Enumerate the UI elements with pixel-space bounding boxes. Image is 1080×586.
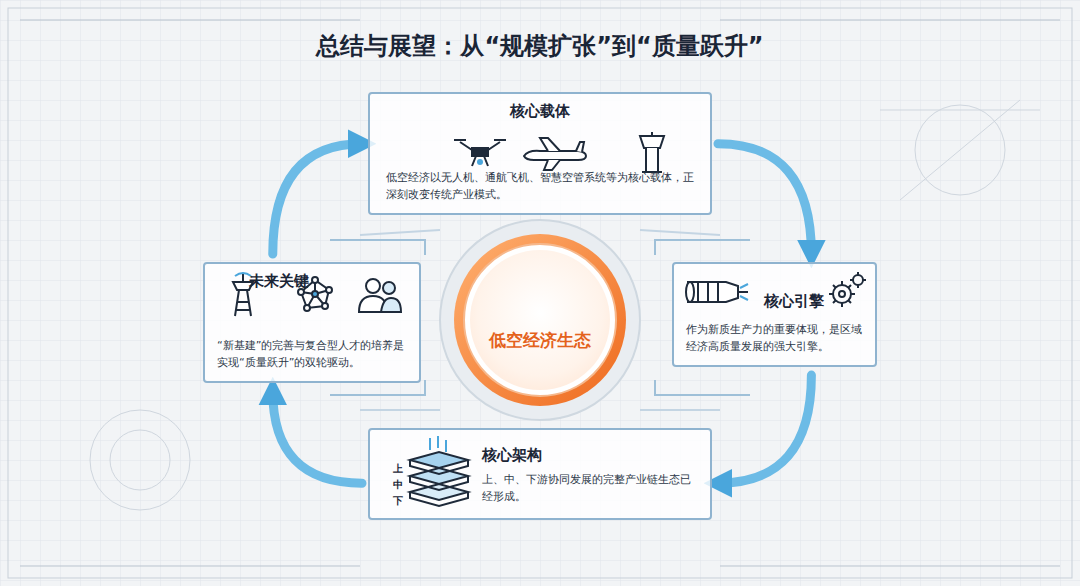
cycle-arrow bbox=[718, 144, 811, 254]
layer-label: 中 bbox=[393, 478, 403, 492]
icon bbox=[404, 434, 474, 518]
cycle-arrow bbox=[718, 375, 811, 483]
panel-heading: 核心载体 bbox=[386, 102, 694, 121]
icon bbox=[450, 132, 510, 176]
hub-circle: 低空经济生态 bbox=[470, 250, 610, 390]
icon bbox=[682, 272, 752, 316]
info-panel: 未来关键 “新基建”的完善与复合型人才的培养是实现“质量跃升”的双轮驱动。 bbox=[203, 262, 421, 383]
panel-body: “新基建”的完善与复合型人才的培养是实现“质量跃升”的双轮驱动。 bbox=[217, 337, 407, 371]
panel-body: 低空经济以无人机、通航飞机、智慧空管系统等为核心载体，正深刻改变传统产业模式。 bbox=[386, 169, 694, 203]
icon bbox=[355, 274, 405, 318]
panel-heading: 低空经济生态 bbox=[489, 329, 591, 352]
title: 总结与展望：从“规模扩张”到“质量跃升” bbox=[0, 30, 1080, 62]
cycle-arrow bbox=[273, 391, 362, 483]
cycle-arrow bbox=[273, 144, 362, 254]
panel-heading: 未来关键 bbox=[217, 272, 407, 291]
panel-body: 上、中、下游协同发展的完整产业链生态已经形成。 bbox=[482, 471, 696, 505]
info-panel: 核心载体低空经济以无人机、通航飞机、智慧空管系统等为核心载体，正深刻改变传统产业… bbox=[368, 92, 712, 215]
panel-heading: 核心架构 bbox=[482, 446, 696, 465]
icon bbox=[632, 130, 672, 178]
panel-heading: 核心引擎 bbox=[686, 278, 863, 311]
info-panel: 核心引擎作为新质生产力的重要体现，是区域经济高质量发展的强大引擎。 bbox=[672, 262, 877, 367]
layer-label: 上 bbox=[393, 462, 403, 476]
info-panel: 核心架构上、中、下游协同发展的完整产业链生态已经形成。 bbox=[368, 428, 712, 520]
icon bbox=[824, 270, 868, 318]
panel-body: 作为新质生产力的重要体现，是区域经济高质量发展的强大引擎。 bbox=[686, 321, 863, 355]
layer-label: 下 bbox=[393, 494, 403, 508]
